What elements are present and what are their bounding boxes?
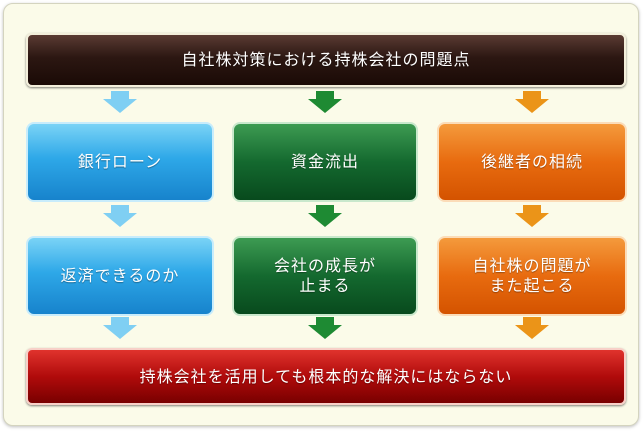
successor-inheritance-label: 後継者の相続 <box>480 152 583 171</box>
arrow-down-icon <box>308 205 342 227</box>
stock-problem-label: 自社株の問題が また起こる <box>472 256 592 295</box>
repayment-box: 返済できるのか <box>26 236 214 316</box>
growth-stop-label: 会社の成長が 止まる <box>273 256 376 295</box>
header-banner: 自社株対策における持株会社の問題点 <box>26 33 626 87</box>
arrow-down-icon <box>515 205 549 227</box>
conclusion-text: 持株会社を活用しても根本的な解決にはならない <box>139 366 513 386</box>
arrow-down-icon <box>103 205 137 227</box>
arrow-down-icon <box>103 91 137 113</box>
bank-loan-box: 銀行ローン <box>26 122 214 202</box>
repayment-label: 返済できるのか <box>60 266 180 285</box>
fund-outflow-label: 資金流出 <box>290 152 359 171</box>
header-text: 自社株対策における持株会社の問題点 <box>181 50 471 69</box>
growth-stop-box: 会社の成長が 止まる <box>232 236 418 316</box>
arrow-down-icon <box>103 317 137 339</box>
conclusion-banner: 持株会社を活用しても根本的な解決にはならない <box>26 348 626 405</box>
stock-problem-box: 自社株の問題が また起こる <box>437 236 627 316</box>
bank-loan-label: 銀行ローン <box>77 152 163 171</box>
arrow-down-icon <box>308 317 342 339</box>
fund-outflow-box: 資金流出 <box>232 122 418 202</box>
successor-inheritance-box: 後継者の相続 <box>437 122 627 202</box>
arrow-down-icon <box>515 317 549 339</box>
arrow-down-icon <box>515 91 549 113</box>
diagram-canvas: 自社株対策における持株会社の問題点 銀行ローン 資金流出 後継者の相続 返済でき… <box>3 3 639 426</box>
arrow-down-icon <box>308 91 342 113</box>
